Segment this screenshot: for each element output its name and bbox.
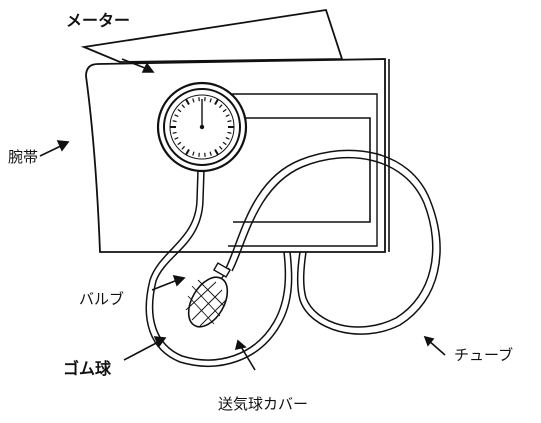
meter-gauge bbox=[158, 83, 246, 171]
gauge-tick bbox=[227, 132, 231, 133]
rubber-bulb-shape bbox=[181, 263, 236, 333]
label-valve: バルブ bbox=[79, 292, 124, 307]
label-meter: メーター bbox=[66, 13, 130, 29]
label-tube: チューブ bbox=[454, 348, 513, 363]
label-rubber-bulb: ゴム球 bbox=[63, 361, 111, 377]
gauge-tick bbox=[173, 132, 177, 133]
gauge-tick bbox=[227, 121, 231, 122]
label-bulb-cover: 送気球カバー bbox=[218, 397, 308, 412]
label-cuff: 腕帯 bbox=[8, 150, 38, 165]
gauge-tick bbox=[173, 121, 177, 122]
